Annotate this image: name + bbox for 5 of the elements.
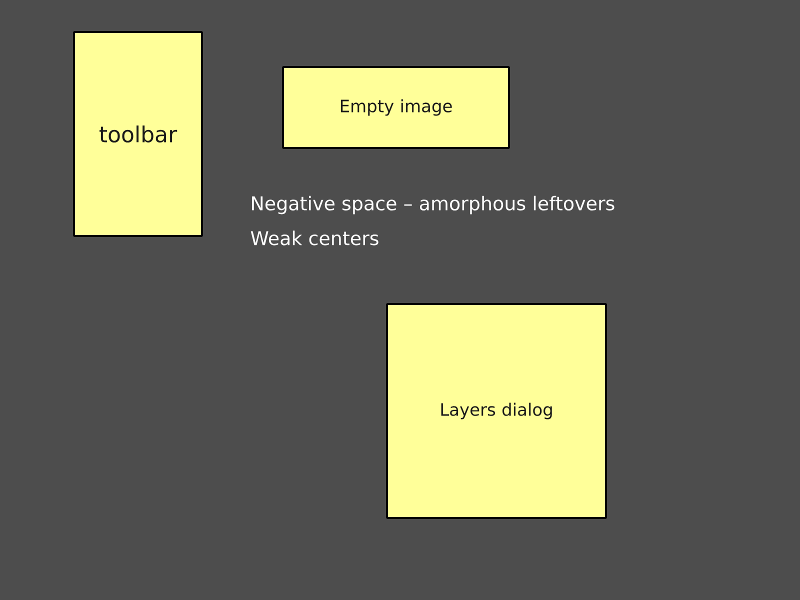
note-text: Weak centers — [250, 230, 378, 246]
panel-box: Empty image — [282, 66, 510, 149]
note-text: Negative space – amorphous leftovers — [252, 196, 614, 214]
panel-box: Layers dialog — [386, 303, 607, 519]
panel-box: toolbar — [73, 31, 203, 237]
